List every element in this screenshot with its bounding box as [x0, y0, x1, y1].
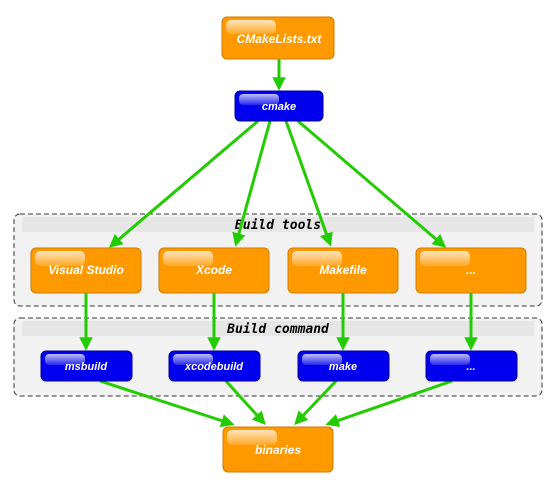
arrow-make-to-binaries	[294, 379, 338, 425]
arrows	[79, 59, 478, 428]
arrow-cmake-to-xcode	[232, 120, 272, 247]
arrow-msbuild-to-binaries	[99, 379, 235, 428]
node-xcodebuild-label: xcodebuild	[184, 361, 243, 373]
node-tool-other: ...	[415, 247, 527, 294]
node-makefile: Makefile	[287, 247, 399, 294]
node-binaries-label: binaries	[255, 443, 301, 457]
node-xcodebuild: xcodebuild	[168, 350, 261, 382]
node-cmake-label: cmake	[262, 101, 296, 113]
node-make-label: make	[329, 361, 357, 373]
node-cmakelists-label: CMakeLists.txt	[237, 32, 323, 46]
node-msbuild-label: msbuild	[65, 361, 107, 373]
arrow-cmd-other-to-binaries	[325, 379, 453, 427]
node-xcode: Xcode	[158, 247, 270, 294]
node-visual-studio: Visual Studio	[30, 247, 142, 294]
build-command-label: Build command	[226, 322, 330, 337]
node-binaries: binaries	[222, 426, 334, 473]
build-tools-label: Build tools	[234, 218, 321, 233]
node-msbuild: msbuild	[40, 350, 133, 382]
node-cmd-other-label: ...	[466, 361, 475, 373]
node-visual-studio-label: Visual Studio	[48, 263, 124, 277]
arrow-cmake-to-visual-studio	[108, 119, 259, 248]
node-cmake: cmake	[234, 90, 324, 122]
arrow-cmake-to-tool-other	[297, 119, 447, 248]
build-tools-group: Build tools	[13, 213, 543, 307]
arrow-xcodebuild-to-binaries	[224, 379, 266, 426]
build-command-group: Build command	[13, 317, 543, 397]
node-xcode-label: Xcode	[195, 263, 232, 277]
node-cmakelists: CMakeLists.txt	[221, 16, 335, 60]
arrow-cmake-to-makefile	[284, 120, 333, 247]
node-make: make	[297, 350, 390, 382]
node-makefile-label: Makefile	[319, 263, 367, 277]
node-tool-other-label: ...	[466, 263, 476, 277]
node-cmd-other: ...	[425, 350, 518, 382]
